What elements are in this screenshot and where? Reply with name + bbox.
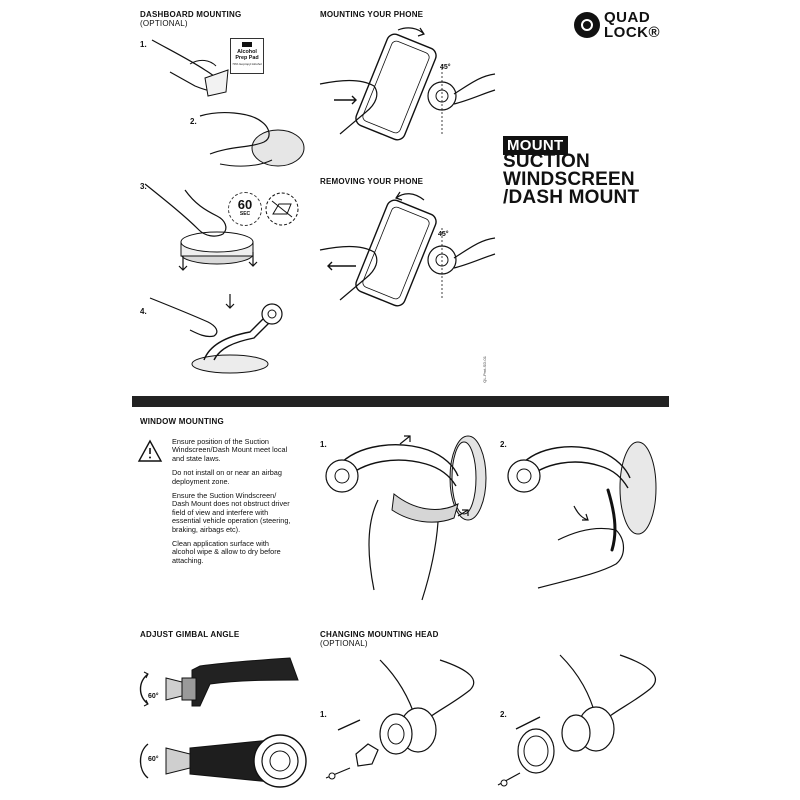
prep-pad-line-1: Alcohol	[237, 49, 257, 55]
logo-mark-icon	[574, 12, 600, 38]
dashboard-heading-text: DASHBOARD MOUNTING	[140, 10, 242, 19]
warning-icon	[138, 440, 162, 462]
no-dust-icon	[265, 192, 299, 226]
window-step1-illustration	[318, 430, 498, 600]
title-line-3: /DASH MOUNT	[503, 187, 640, 208]
gimbal-top-illustration	[130, 650, 305, 720]
gimbal-angle-bottom: 60°	[148, 756, 159, 763]
warning-clean-surface: Clean application surface with alcohol w…	[172, 539, 281, 565]
dashboard-step-1: 1.	[140, 40, 147, 49]
alcohol-prep-pad: Alcohol Prep Pad 70% Isopropyl Alcohol	[230, 38, 264, 74]
removing-phone-illustration	[320, 190, 495, 320]
window-step2-illustration	[498, 430, 668, 590]
window-step-2: 2.	[500, 440, 507, 449]
mount-badge: MOUNT	[503, 136, 568, 155]
head-heading-text: CHANGING MOUNTING HEAD	[320, 630, 439, 639]
prep-pad-fine-print: 70% Isopropyl Alcohol	[232, 62, 262, 66]
warning-legal: Ensure position of the Suction Windscree…	[172, 437, 288, 463]
logo-line-1: QUAD	[604, 9, 651, 26]
dashboard-heading: DASHBOARD MOUNTING (OPTIONAL)	[140, 10, 241, 28]
remove-angle-label: 45°	[438, 231, 449, 238]
document-code: QL-Prnt-SD-01	[482, 356, 487, 383]
step3-press-suction-illustration	[145, 180, 265, 280]
logo-line-2: LOCK®	[604, 24, 661, 41]
head-step2-illustration	[490, 645, 665, 795]
gimbal-heading: ADJUST GIMBAL ANGLE	[140, 630, 240, 639]
product-title: SUCTION WINDSCREEN /DASH MOUNT	[503, 151, 640, 208]
step1-wipe-hand-illustration	[150, 30, 230, 100]
mounting-phone-heading: MOUNTING YOUR PHONE	[320, 10, 424, 19]
prep-pad-logo-icon	[242, 42, 252, 47]
timer-unit: SEC	[239, 211, 251, 217]
head-heading: CHANGING MOUNTING HEAD (OPTIONAL)	[320, 630, 439, 648]
head-step-1: 1.	[320, 710, 327, 719]
brand-logo: QUAD LOCK®	[574, 8, 664, 42]
step4-attach-mount-illustration	[150, 292, 300, 382]
head-step-2: 2.	[500, 710, 507, 719]
timer-value: 60	[237, 197, 253, 212]
step2-clean-surface-illustration	[200, 108, 310, 178]
section-divider-band	[132, 396, 669, 407]
head-subheading: (OPTIONAL)	[320, 639, 368, 648]
prep-pad-line-2: Prep Pad	[235, 55, 259, 61]
timer-badge: 60 SEC	[228, 192, 262, 226]
dashboard-subheading: (OPTIONAL)	[140, 19, 188, 28]
mounting-phone-illustration	[320, 24, 495, 154]
dashboard-step-2: 2.	[190, 117, 197, 126]
window-warnings: Ensure position of the Suction Windscree…	[172, 437, 294, 571]
gimbal-angle-top: 60°	[148, 693, 159, 700]
logo-wordmark: QUAD LOCK®	[604, 10, 660, 40]
window-heading: WINDOW MOUNTING	[140, 417, 224, 426]
title-line-2: WINDSCREEN	[503, 169, 635, 190]
dashboard-step-4: 4.	[140, 307, 147, 316]
window-step-1: 1.	[320, 440, 327, 449]
gimbal-bottom-illustration	[130, 720, 320, 800]
title-line-1: SUCTION	[503, 151, 590, 172]
mount-angle-label: 45°	[440, 64, 451, 71]
head-step1-illustration	[320, 650, 480, 795]
dashboard-step-3: 3.	[140, 182, 147, 191]
warning-field-of-view: Ensure the Suction Windscreen/ Dash Moun…	[172, 491, 291, 534]
removing-phone-heading: REMOVING YOUR PHONE	[320, 177, 424, 186]
warning-airbag: Do not install on or near an airbag depl…	[172, 468, 282, 486]
